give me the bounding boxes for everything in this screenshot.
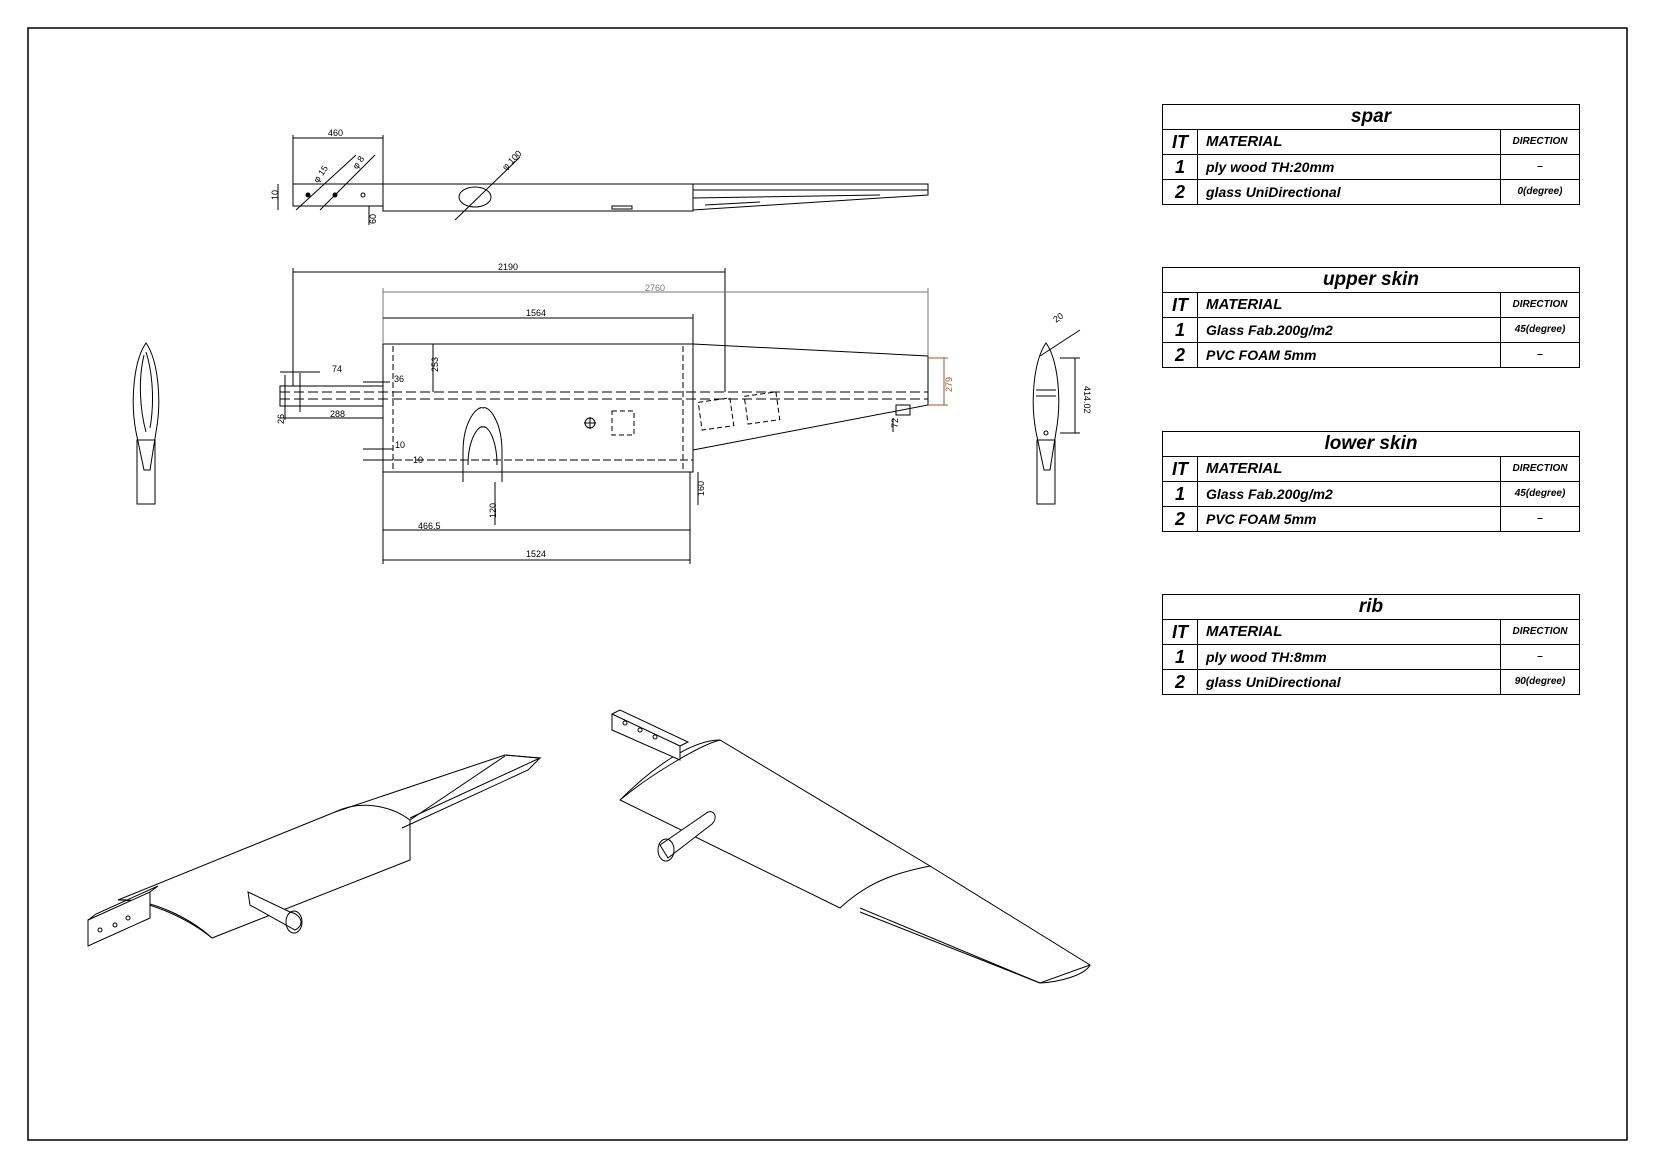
header-material: MATERIAL [1198, 293, 1501, 317]
spar-top-view [277, 135, 929, 225]
dim-10a: 10 [395, 440, 405, 450]
header-direction: DIRECTION [1512, 299, 1568, 310]
dim-460: 460 [328, 128, 343, 138]
cell-it: 1 [1163, 155, 1198, 179]
table-title: spar [1163, 105, 1579, 130]
table-row: 1 Glass Fab.200g/m2 45(degree) [1163, 482, 1579, 507]
header-material: MATERIAL [1198, 130, 1501, 154]
dim-26: 26 [276, 414, 286, 424]
cell-material: ply wood TH:20mm [1198, 155, 1501, 179]
cell-direction: 45(degree) [1514, 488, 1566, 499]
cell-direction: 45(degree) [1514, 324, 1566, 335]
table-upper-skin: upper skin IT MATERIAL DIRECTION 1 Glass… [1162, 267, 1580, 368]
cell-it: 1 [1163, 318, 1198, 342]
table-header-row: IT MATERIAL DIRECTION [1163, 293, 1579, 318]
sheet-border [27, 27, 1628, 1141]
cell-it: 1 [1163, 645, 1198, 669]
dim-74: 74 [332, 364, 342, 374]
table-title: upper skin [1163, 268, 1579, 293]
cell-it: 2 [1163, 670, 1198, 694]
cell-material: Glass Fab.200g/m2 [1198, 318, 1501, 342]
dim-253: 253 [430, 357, 440, 372]
cell-material: glass UniDirectional [1198, 180, 1501, 204]
root-section-view [132, 342, 160, 505]
table-row: 1 ply wood TH:8mm – [1163, 645, 1579, 670]
dim-288: 288 [330, 409, 345, 419]
dim-2190: 2190 [498, 262, 518, 272]
table-title: lower skin [1163, 432, 1579, 457]
wing-plan-view [279, 268, 948, 564]
header-it: IT [1163, 457, 1198, 481]
dim-160: 160 [696, 481, 706, 496]
table-spar: spar IT MATERIAL DIRECTION 1 ply wood TH… [1162, 104, 1580, 205]
dim-1524: 1524 [526, 549, 546, 559]
cell-direction: – [1537, 161, 1543, 172]
cell-direction: 0(degree) [1517, 186, 1563, 197]
wing-isometric-left [87, 754, 542, 947]
cell-material: PVC FOAM 5mm [1198, 507, 1501, 531]
header-material: MATERIAL [1198, 620, 1501, 644]
table-row: 2 glass UniDirectional 0(degree) [1163, 180, 1579, 204]
header-direction: DIRECTION [1512, 136, 1568, 147]
dim-20: 20 [1051, 311, 1065, 325]
table-header-row: IT MATERIAL DIRECTION [1163, 130, 1579, 155]
header-it: IT [1163, 130, 1198, 154]
table-row: 1 ply wood TH:20mm – [1163, 155, 1579, 180]
dim-466: 466.5 [418, 521, 441, 531]
cell-material: PVC FOAM 5mm [1198, 343, 1501, 367]
dim-72: 72 [890, 418, 900, 428]
dim-414: 414.02 [1082, 386, 1092, 414]
header-it: IT [1163, 293, 1198, 317]
cell-material: Glass Fab.200g/m2 [1198, 482, 1501, 506]
dim-2760: 2760 [645, 283, 665, 293]
dim-1564: 1564 [526, 308, 546, 318]
dim-10: 10 [270, 190, 280, 200]
cell-material: glass UniDirectional [1198, 670, 1501, 694]
dim-60: 60 [368, 214, 378, 224]
cell-direction: – [1537, 651, 1543, 662]
table-row: 2 glass UniDirectional 90(degree) [1163, 670, 1579, 694]
table-header-row: IT MATERIAL DIRECTION [1163, 457, 1579, 482]
cell-it: 2 [1163, 343, 1198, 367]
tip-section-view [1032, 329, 1081, 505]
dim-120: 120 [488, 503, 498, 518]
cell-direction: – [1537, 349, 1543, 360]
dim-36: 36 [394, 374, 404, 384]
table-lower-skin: lower skin IT MATERIAL DIRECTION 1 Glass… [1162, 431, 1580, 532]
cell-it: 2 [1163, 180, 1198, 204]
cell-material: ply wood TH:8mm [1198, 645, 1501, 669]
header-material: MATERIAL [1198, 457, 1501, 481]
table-title: rib [1163, 595, 1579, 620]
table-row: 2 PVC FOAM 5mm – [1163, 507, 1579, 531]
dim-10b: 10 [413, 455, 423, 465]
wing-isometric-right [611, 709, 1092, 984]
header-it: IT [1163, 620, 1198, 644]
dim-phi100: φ 100 [500, 148, 524, 172]
cell-direction: – [1537, 513, 1543, 524]
dim-phi8: φ 8 [350, 154, 366, 171]
header-direction: DIRECTION [1512, 463, 1568, 474]
dim-279: 279 [944, 377, 954, 392]
table-header-row: IT MATERIAL DIRECTION [1163, 620, 1579, 645]
cell-it: 2 [1163, 507, 1198, 531]
table-rib: rib IT MATERIAL DIRECTION 1 ply wood TH:… [1162, 594, 1580, 695]
cell-direction: 90(degree) [1514, 676, 1566, 687]
header-direction: DIRECTION [1512, 626, 1568, 637]
table-row: 1 Glass Fab.200g/m2 45(degree) [1163, 318, 1579, 343]
cell-it: 1 [1163, 482, 1198, 506]
table-row: 2 PVC FOAM 5mm – [1163, 343, 1579, 367]
